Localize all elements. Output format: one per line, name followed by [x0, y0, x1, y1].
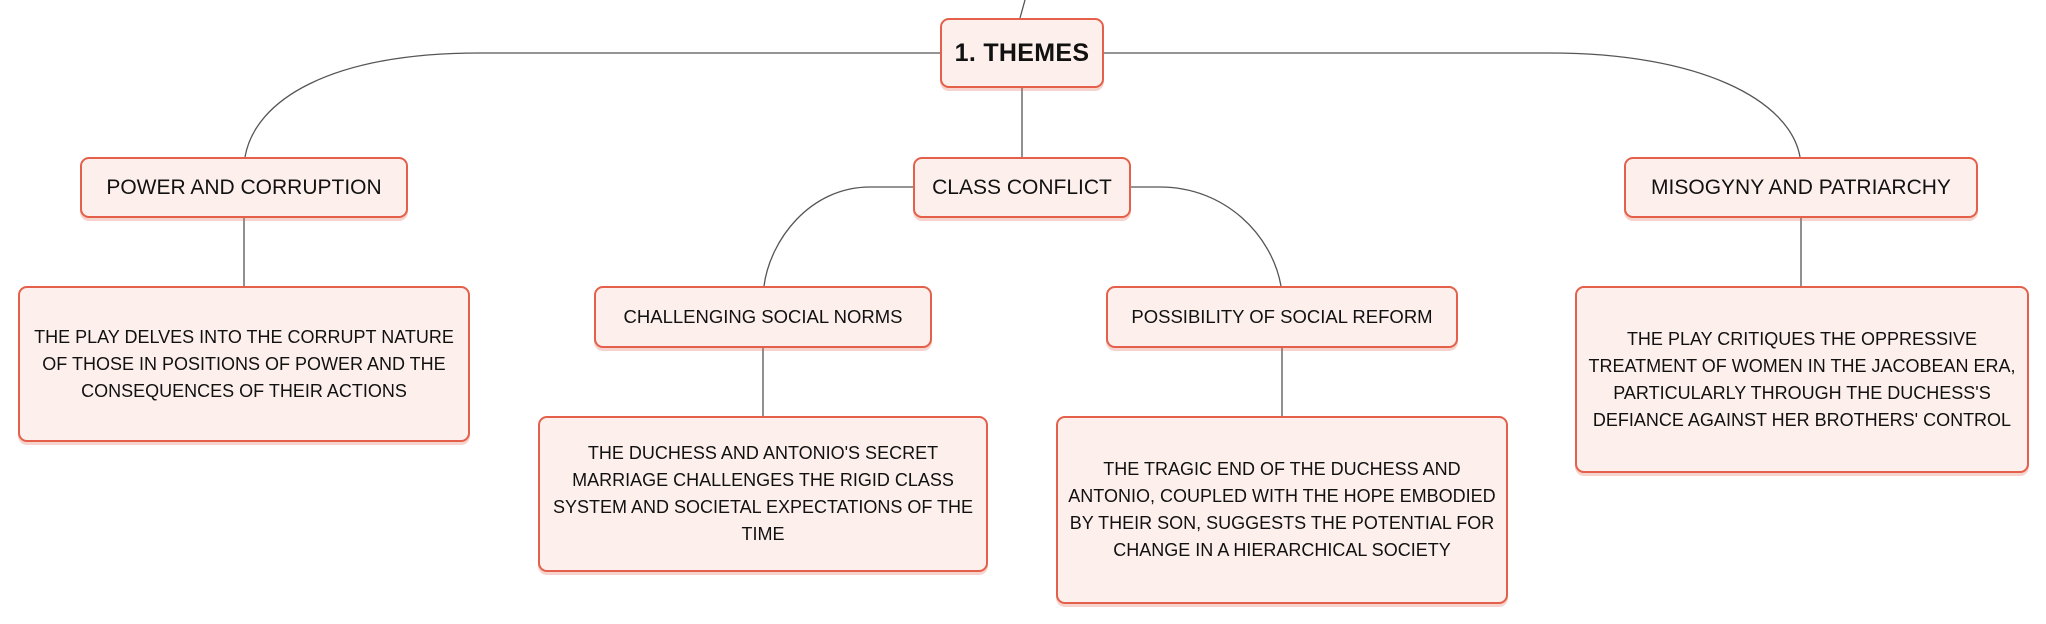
root-node-themes[interactable]: 1. THEMES [940, 18, 1104, 88]
topic-misogyny-and-patriarchy[interactable]: MISOGYNY AND PATRIARCHY [1624, 157, 1978, 218]
detail-challenging-social-norms[interactable]: THE DUCHESS AND ANTONIO'S SECRET MARRIAG… [538, 416, 988, 572]
detail-possibility-of-social-reform[interactable]: THE TRAGIC END OF THE DUCHESS AND ANTONI… [1056, 416, 1508, 604]
topic-class-conflict[interactable]: CLASS CONFLICT [913, 157, 1131, 218]
topic-power-and-corruption[interactable]: POWER AND CORRUPTION [80, 157, 408, 218]
connector-parent-to-root [1019, 0, 1026, 19]
detail-power-and-corruption[interactable]: THE PLAY DELVES INTO THE CORRUPT NATURE … [18, 286, 470, 442]
connector-class-to-reform [1131, 186, 1282, 287]
connector-class-to-norms [763, 186, 913, 287]
connector-root-to-misogyny [1104, 52, 1801, 158]
subtopic-challenging-social-norms[interactable]: CHALLENGING SOCIAL NORMS [594, 286, 932, 348]
detail-misogyny-and-patriarchy[interactable]: THE PLAY CRITIQUES THE OPPRESSIVE TREATM… [1575, 286, 2029, 473]
subtopic-possibility-of-social-reform[interactable]: POSSIBILITY OF SOCIAL REFORM [1106, 286, 1458, 348]
connector-root-to-power [244, 52, 940, 158]
